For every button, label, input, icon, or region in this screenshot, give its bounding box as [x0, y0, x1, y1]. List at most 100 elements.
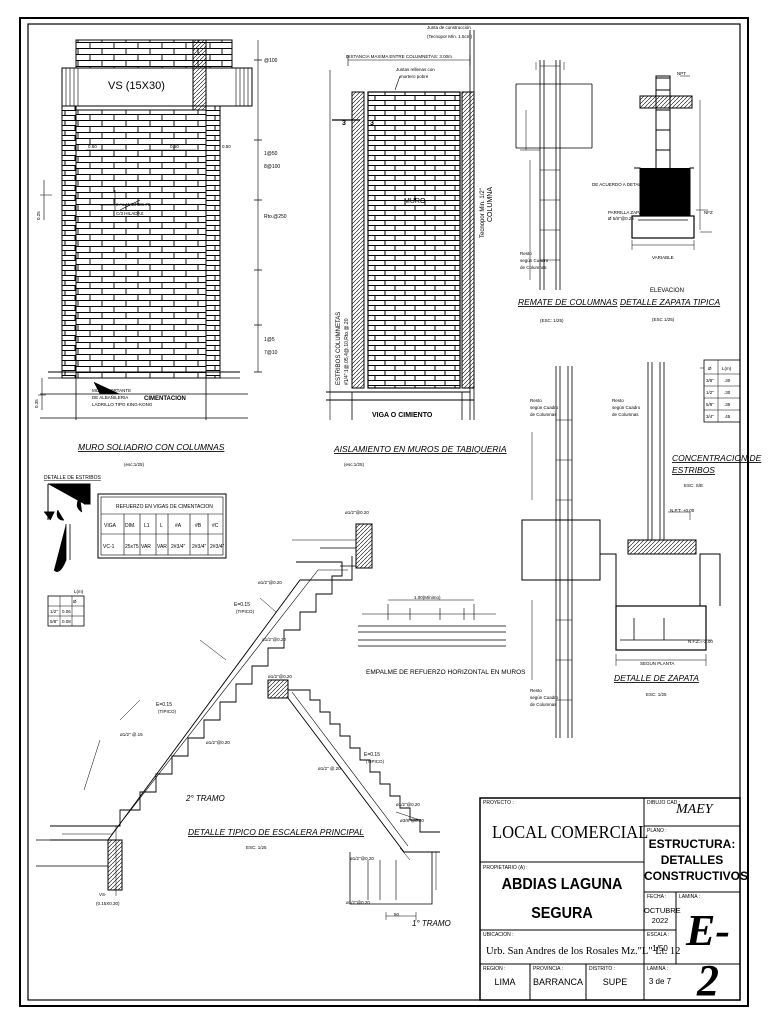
- marker-right: 3: [370, 120, 374, 127]
- zt-scale: (ESC 1/25): [652, 317, 675, 322]
- rf-h-c: #C: [212, 523, 219, 529]
- stair-tipico-3: (TIPICO): [366, 759, 384, 764]
- joint-note-1: Juntas rellenas con: [396, 67, 435, 72]
- top-note-2: (Tecnopor Mín. 1.5cm): [427, 34, 473, 39]
- conc-r2a: 1/2": [706, 390, 714, 395]
- remate-title: REMATE DE COLUMNAS: [518, 297, 618, 307]
- stair-upper: [36, 523, 373, 896]
- lamina-label: LAMINA :: [679, 894, 701, 900]
- zt-nfz: NFZ: [704, 210, 713, 215]
- stair-e-2: E=0.15: [156, 702, 172, 708]
- dibujo-label: DIBUJO CAD :: [647, 800, 681, 806]
- dim-5: 1@5: [264, 337, 275, 343]
- bar-spacing: C/3 HILADAS: [116, 211, 144, 216]
- muro-title: MURO SOLIADRIO CON COLUMNAS: [78, 442, 225, 452]
- rf-r-dim: 25x75: [125, 544, 139, 550]
- joint-note-2: mortero pobre: [400, 74, 429, 79]
- remate-note-2: según Cuadro: [520, 258, 549, 263]
- wall-label: MURO: [404, 198, 426, 205]
- ubicacion-label: UBICACION :: [483, 932, 514, 938]
- col-note-5: según Cuadro: [530, 695, 559, 700]
- propietario-line-1: ABDIAS LAGUNA: [501, 876, 623, 893]
- est-r1b: 0.06: [62, 609, 71, 614]
- title-block-frame: [479, 797, 741, 1001]
- zt-note-2: PARRILLA ZAPATA: [608, 210, 647, 215]
- rf-h-dim: DIM.: [125, 523, 136, 529]
- column-detail: [521, 366, 601, 738]
- zap-bottom: SEGUN PLANTA: [640, 661, 674, 666]
- bottom-label: VIGA O CIMIENTO: [372, 412, 433, 419]
- conc-r1a: 3/8": [706, 378, 714, 383]
- stair-bar-8: ø1/2"@0.20: [396, 802, 420, 807]
- est-r2b: 0.08: [62, 619, 71, 624]
- stair-lower: [267, 679, 440, 920]
- plano-line-3: CONSTRUCTIVOS: [644, 869, 749, 883]
- region-value: LIMA: [494, 977, 516, 987]
- zt-elev: ELEVACION: [650, 288, 684, 294]
- remate-note-1: Resto: [520, 251, 532, 256]
- plano-label: PLANO :: [647, 828, 667, 834]
- provincia-label: PROVINCIA :: [533, 966, 564, 972]
- rf-h-l1: L1: [144, 523, 150, 529]
- stair-bar-4: ø1/2" @.15: [120, 732, 143, 737]
- distrito-label: DISTRITO :: [589, 966, 616, 972]
- remate-detail: [515, 60, 593, 290]
- zt-npt: NPT: [677, 71, 686, 76]
- zapata-detail: [600, 359, 741, 666]
- col-note-6: de Columnas: [530, 702, 557, 707]
- escala-label: ESCALA :: [647, 932, 670, 938]
- stair-dim-50: 50: [394, 912, 400, 917]
- lamina-number: 3 de 7: [648, 977, 672, 986]
- conc-r1b: .30: [724, 378, 731, 383]
- propietario-label: PROPIETARIO (A) :: [483, 865, 528, 871]
- conc-r4a: 3/4": [706, 414, 714, 419]
- zt-title: DETALLE ZAPATA TIPICA: [620, 297, 720, 307]
- dim-small-3: 0.50: [222, 144, 231, 149]
- side-right-1: Tecnopor Min. 1/2": [480, 188, 486, 238]
- ubicacion-value: Urb. San Andres de los Rosales Mz."L" Lt…: [486, 946, 681, 957]
- stair-bar-11: ø1/2"@0.20: [346, 900, 370, 905]
- stair-bar-3: ø1/2"@0.20: [262, 637, 286, 642]
- zt-note-1: DE ACUERDO A DETALLE: [592, 182, 646, 187]
- zapata-title: DETALLE DE ZAPATA: [614, 673, 699, 683]
- conc-title-2: ESTRIBOS: [672, 465, 715, 475]
- rf-h-l: L: [160, 523, 163, 529]
- rf-r-a: 2#3/4": [171, 544, 186, 550]
- estribos-detail: [44, 483, 91, 627]
- rf-h-b: #B: [195, 523, 202, 529]
- zap-note-3: de Columnas: [612, 412, 639, 417]
- beam-label: VS (15X30): [108, 80, 165, 92]
- zapata-scale: ESC: 1/25: [646, 692, 667, 697]
- bar-label: 2 ALAMBRES #8: [116, 202, 151, 207]
- dim-small-2: 0.50: [170, 144, 179, 149]
- conc-scale: ESC: S/E: [684, 483, 703, 488]
- remate-note-3: de Columnas: [520, 265, 547, 270]
- escala-value: 1/50: [652, 944, 668, 953]
- stair-e-3: E=0.15: [364, 752, 380, 758]
- stair-bar-10: ø1/2"@0.20: [350, 856, 374, 861]
- dim-2: 1@50: [264, 151, 278, 157]
- dim-1: @100: [264, 58, 278, 64]
- dim-4: Rto.@250: [264, 214, 287, 220]
- est-r1a: 1/2": [50, 609, 58, 614]
- empalme-dim: 1.00(Mínimo): [414, 595, 441, 600]
- aislamiento-scale: (esc:1/25): [344, 462, 365, 467]
- zap-note-2: según Cuadro: [612, 405, 641, 410]
- stair-vs-dim: (0.15X0.30): [96, 901, 120, 906]
- stair-tipico: (TIPICO): [236, 609, 254, 614]
- conc-r3a: 5/8": [706, 402, 714, 407]
- remate-scale: (ESC: 1/25): [540, 318, 564, 323]
- stair-bar-5: ø1/2"@0.20: [206, 740, 230, 745]
- refuerzo-title: REFUERZO EN VIGAS DE CIMENTACION: [116, 504, 213, 510]
- conc-title-1: CONCENTRACION DE: [672, 453, 762, 463]
- zt-note-3: Ø 5/8"@0.25: [608, 216, 634, 221]
- distrito-value: SUPE: [602, 977, 628, 987]
- stair-bar-9: ø3/8"@0.20: [400, 818, 424, 823]
- conc-r4b: .45: [724, 414, 731, 419]
- provincia-value: BARRANCA: [532, 977, 583, 987]
- marker-left: 3: [342, 120, 346, 127]
- estribos-title: DETALLE DE ESTRIBOS: [44, 475, 102, 481]
- dim-small-4: 0.25: [36, 211, 41, 220]
- zap-note-1: Resto: [612, 398, 624, 403]
